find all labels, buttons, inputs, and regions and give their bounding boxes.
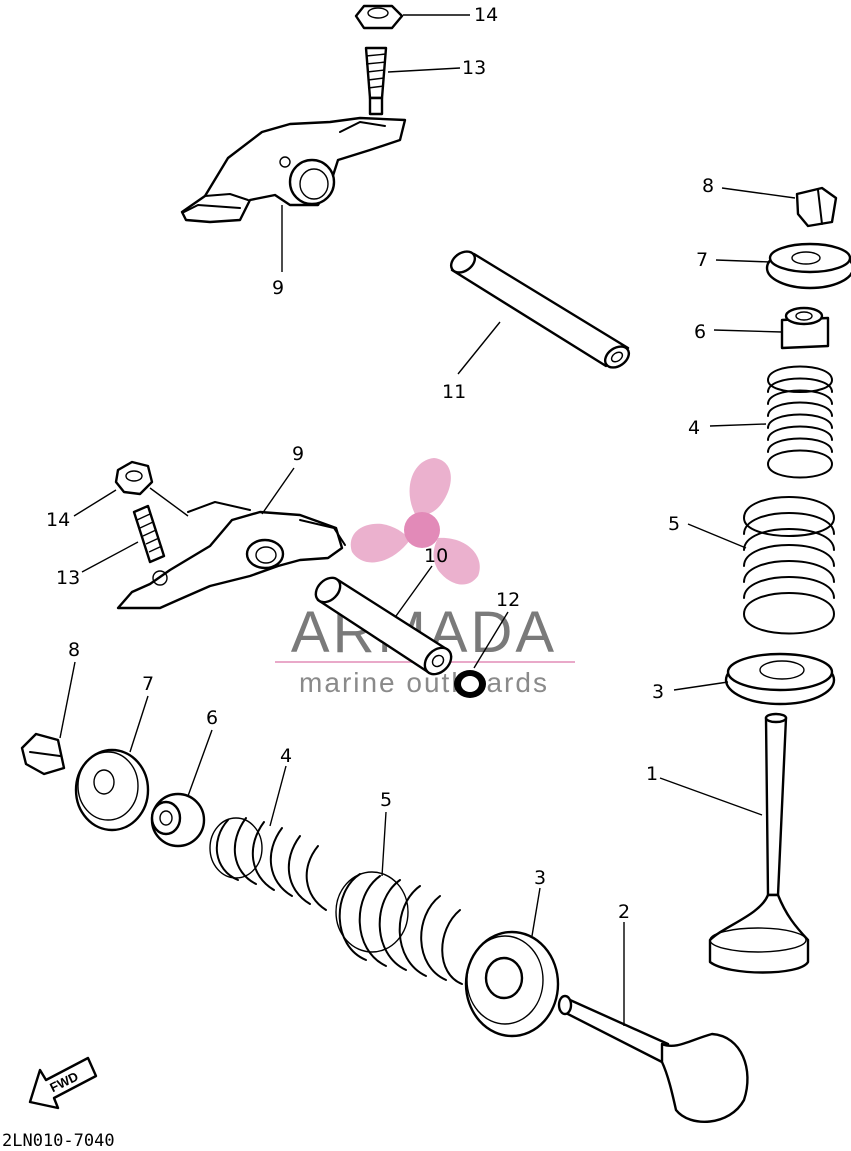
adjusting-screw-lower <box>132 504 166 564</box>
callout-3-right: 3 <box>652 681 664 703</box>
callout-4-right: 4 <box>688 417 700 439</box>
callout-11: 11 <box>442 381 466 403</box>
adjusting-screw-upper <box>364 46 388 116</box>
callout-7-left: 7 <box>142 673 154 695</box>
callout-5-right: 5 <box>668 513 680 535</box>
lock-nut-upper <box>354 4 404 30</box>
o-ring <box>454 670 486 698</box>
spring-retainer-right <box>765 242 851 290</box>
fwd-direction-badge: FWD <box>28 1056 98 1110</box>
callout-5-left: 5 <box>380 789 392 811</box>
callout-10: 10 <box>424 545 448 567</box>
callout-6-left: 6 <box>206 707 218 729</box>
outer-spring-left <box>335 871 463 985</box>
rocker-shaft-lower <box>314 576 453 676</box>
inner-spring-left <box>209 817 327 911</box>
callout-8-left: 8 <box>68 639 80 661</box>
callout-9-lower: 9 <box>292 443 304 465</box>
callout-6-right: 6 <box>694 321 706 343</box>
callout-13-lower: 13 <box>56 567 80 589</box>
callout-1: 1 <box>646 763 658 785</box>
valve-right <box>708 712 810 974</box>
valve-stem-seal-right <box>780 306 830 350</box>
callout-3-left: 3 <box>534 867 546 889</box>
callout-12: 12 <box>496 589 520 611</box>
callout-labels: 14 13 9 11 8 7 6 4 5 3 1 9 14 13 10 12 8… <box>46 4 714 923</box>
callout-9-upper: 9 <box>272 277 284 299</box>
lock-nut-lower <box>114 460 154 496</box>
valve-left <box>557 994 749 1123</box>
leader-lines <box>59 14 796 1026</box>
callout-14-lower: 14 <box>46 509 70 531</box>
spring-retainer-left <box>74 748 150 832</box>
valve-cotter-right <box>795 186 838 228</box>
propeller-logo-icon <box>350 458 480 585</box>
valve-cotter-left <box>20 732 66 776</box>
spring-seat-left <box>464 930 560 1038</box>
valve-stem-seal-left <box>150 792 206 848</box>
diagram-code: 2LN010-7040 <box>2 1131 115 1151</box>
rocker-arm-lower <box>116 501 346 610</box>
callout-7-right: 7 <box>696 249 708 271</box>
inner-spring-right <box>767 365 833 479</box>
outer-spring-right <box>743 496 835 635</box>
rocker-arm-upper <box>180 116 407 224</box>
callout-4-left: 4 <box>280 745 292 767</box>
callout-14-upper: 14 <box>474 4 498 26</box>
callout-8-right: 8 <box>702 175 714 197</box>
watermark-tagline: marine outboards <box>299 667 549 698</box>
fwd-arrow-icon <box>28 1056 98 1110</box>
callout-13-upper: 13 <box>462 57 486 79</box>
rocker-shaft-upper <box>449 250 631 369</box>
spring-seat-right <box>724 652 836 706</box>
callout-2: 2 <box>618 901 630 923</box>
